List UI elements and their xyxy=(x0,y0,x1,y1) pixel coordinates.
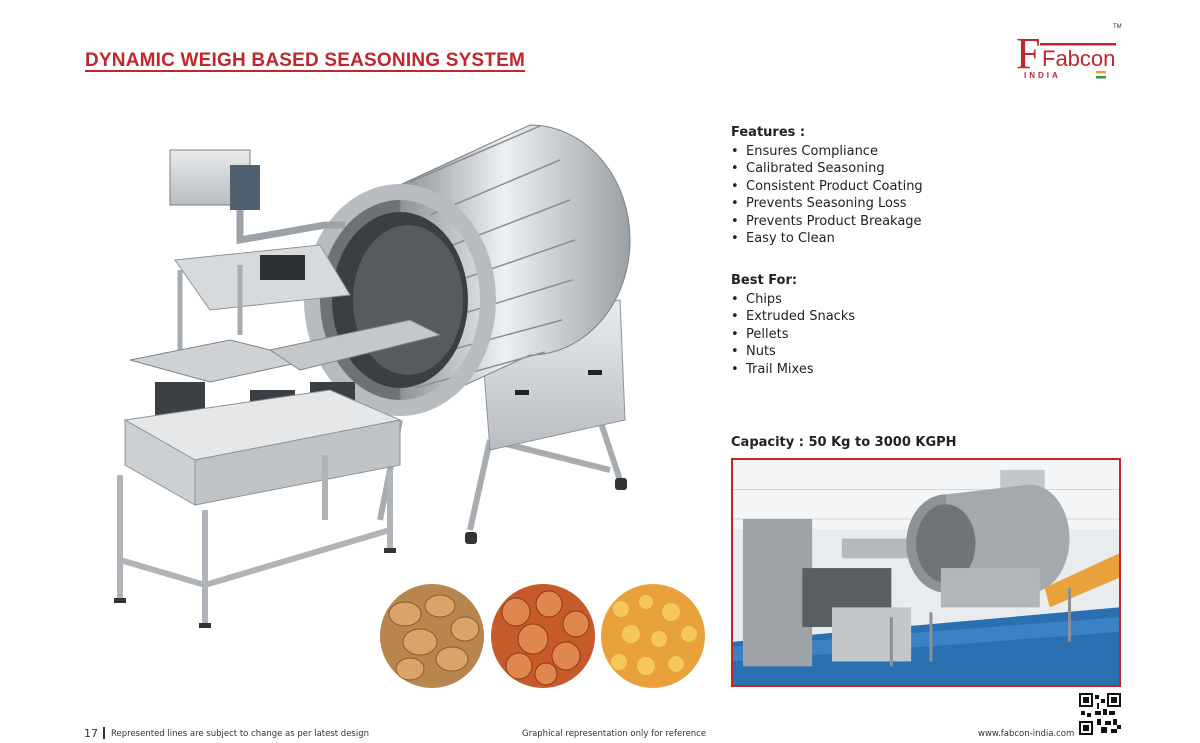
feature-item: Prevents Product Breakage xyxy=(731,213,1031,231)
svg-text:Fabcon: Fabcon xyxy=(1042,46,1115,71)
feature-item: Calibrated Seasoning xyxy=(731,160,1031,178)
best-for-section: Best For: Chips Extruded Snacks Pellets … xyxy=(731,272,1031,378)
best-for-heading: Best For: xyxy=(731,273,798,288)
snack-image-puffs xyxy=(601,584,705,688)
best-for-item: Extruded Snacks xyxy=(731,308,1031,326)
svg-text:TM: TM xyxy=(1113,24,1122,30)
svg-text:INDIA: INDIA xyxy=(1024,71,1061,80)
features-section: Features : Ensures Compliance Calibrated… xyxy=(731,124,1031,248)
capacity-label: Capacity : 50 Kg to 3000 KGPH xyxy=(731,435,957,450)
qr-code[interactable] xyxy=(1079,693,1121,735)
feature-item: Easy to Clean xyxy=(731,230,1031,248)
snack-image-extruded xyxy=(380,584,484,688)
feature-item: Prevents Seasoning Loss xyxy=(731,195,1031,213)
page-title: DYNAMIC WEIGH BASED SEASONING SYSTEM xyxy=(85,50,526,71)
best-for-item: Nuts xyxy=(731,343,1031,361)
seasoning-machine-illustration xyxy=(114,124,631,628)
footer-website-link[interactable]: www.fabcon-india.com xyxy=(978,729,1075,739)
snack-image-pellets xyxy=(491,584,595,688)
best-for-item: Pellets xyxy=(731,326,1031,344)
footer-divider xyxy=(103,727,105,739)
footer-disclaimer-left: Represented lines are subject to change … xyxy=(111,729,369,739)
page-number: 17 xyxy=(84,727,98,740)
features-heading: Features : xyxy=(731,125,806,140)
svg-text:F: F xyxy=(1016,29,1040,78)
features-list: Ensures Compliance Calibrated Seasoning … xyxy=(731,143,1031,248)
best-for-item: Trail Mixes xyxy=(731,361,1031,379)
feature-item: Ensures Compliance xyxy=(731,143,1031,161)
best-for-list: Chips Extruded Snacks Pellets Nuts Trail… xyxy=(731,291,1031,379)
footer-disclaimer-center: Graphical representation only for refere… xyxy=(522,729,707,739)
feature-item: Consistent Product Coating xyxy=(731,178,1031,196)
factory-photo xyxy=(731,458,1121,687)
best-for-item: Chips xyxy=(731,291,1031,309)
fabcon-logo: F Fabcon TM INDIA xyxy=(1016,24,1122,80)
